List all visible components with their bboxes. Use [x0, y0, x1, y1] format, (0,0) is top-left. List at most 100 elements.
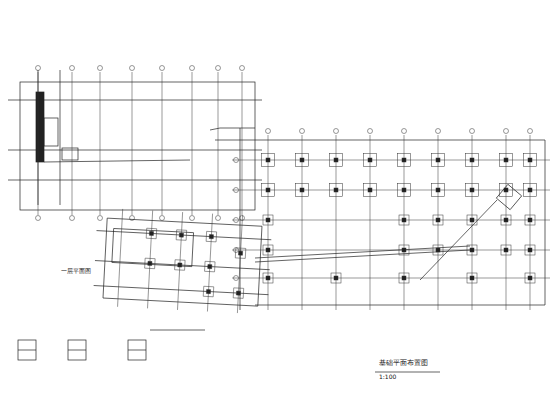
grid-line [38, 72, 39, 215]
footing [466, 184, 479, 197]
column [179, 233, 183, 237]
grid-bubble [368, 129, 373, 134]
column [266, 276, 270, 280]
grid-bubble [234, 276, 239, 281]
grid-bubble [436, 129, 441, 134]
footing [399, 273, 409, 283]
drawing-label: 一层平面图 [60, 268, 92, 275]
footing [331, 273, 341, 283]
grid-bubble [216, 66, 221, 71]
grid-line [148, 210, 153, 308]
grid-bubble [160, 216, 165, 221]
column [528, 188, 532, 192]
footing [467, 245, 477, 255]
footing [501, 215, 511, 225]
column [402, 276, 406, 280]
grid-bubble [234, 188, 239, 193]
column [436, 218, 440, 222]
column [334, 276, 338, 280]
footing [235, 248, 246, 259]
footing [398, 154, 411, 167]
footing [205, 261, 216, 272]
column [470, 276, 474, 280]
grid-bubble [98, 66, 103, 71]
column [368, 158, 372, 162]
grid-bubble [334, 129, 339, 134]
footing [146, 228, 157, 239]
right-plan [215, 128, 545, 310]
footing [296, 184, 309, 197]
column [300, 158, 304, 162]
grid-line [232, 220, 550, 221]
grid-lines [232, 129, 550, 311]
footing [262, 184, 275, 197]
footing [500, 154, 513, 167]
column [266, 188, 270, 192]
grid-line [232, 190, 550, 191]
grid-bubble [190, 66, 195, 71]
footing [525, 273, 535, 283]
grid-bubble [240, 66, 245, 71]
column [334, 158, 338, 162]
grid-line [100, 72, 101, 215]
grid-bubble [234, 158, 239, 163]
column [402, 158, 406, 162]
pile-details [18, 330, 440, 372]
footing [399, 245, 409, 255]
footing [466, 154, 479, 167]
grid-bubble [70, 66, 75, 71]
footing [433, 245, 443, 255]
drawing-label: 1:100 [378, 374, 397, 381]
grid-bubble [36, 66, 41, 71]
footing [501, 245, 511, 255]
footing [263, 215, 273, 225]
column [504, 188, 508, 192]
column [266, 248, 270, 252]
column [206, 289, 210, 293]
grid-line [218, 72, 219, 215]
column [402, 248, 406, 252]
column [402, 188, 406, 192]
grid-bubble [234, 218, 239, 223]
footing [233, 288, 244, 299]
footing [399, 215, 409, 225]
grid-bubble [402, 129, 407, 134]
column [208, 264, 212, 268]
column [504, 248, 508, 252]
grid-bubble [190, 216, 195, 221]
footing [432, 184, 445, 197]
footing [262, 154, 275, 167]
grid-lines [36, 66, 245, 221]
column [266, 158, 270, 162]
grid-bubble [300, 129, 305, 134]
footing [500, 184, 513, 197]
footing [467, 215, 477, 225]
grid-line [242, 72, 243, 215]
column [470, 218, 474, 222]
column [209, 235, 213, 239]
footing [525, 245, 535, 255]
grid-line [132, 72, 133, 215]
grid-bubble [470, 129, 475, 134]
footing [524, 184, 537, 197]
column [236, 291, 240, 295]
footing [206, 231, 217, 242]
column [436, 158, 440, 162]
column [402, 218, 406, 222]
grid-bubble [216, 216, 221, 221]
grid-bubble [130, 66, 135, 71]
footing [330, 184, 343, 197]
column [528, 248, 532, 252]
grid-line [232, 160, 550, 161]
grid-line [162, 72, 163, 215]
footing [263, 273, 273, 283]
grid-bubble [266, 129, 271, 134]
footing [263, 245, 273, 255]
column [528, 276, 532, 280]
footing [145, 258, 156, 269]
column [368, 188, 372, 192]
column [470, 158, 474, 162]
column [266, 218, 270, 222]
column [238, 251, 242, 255]
